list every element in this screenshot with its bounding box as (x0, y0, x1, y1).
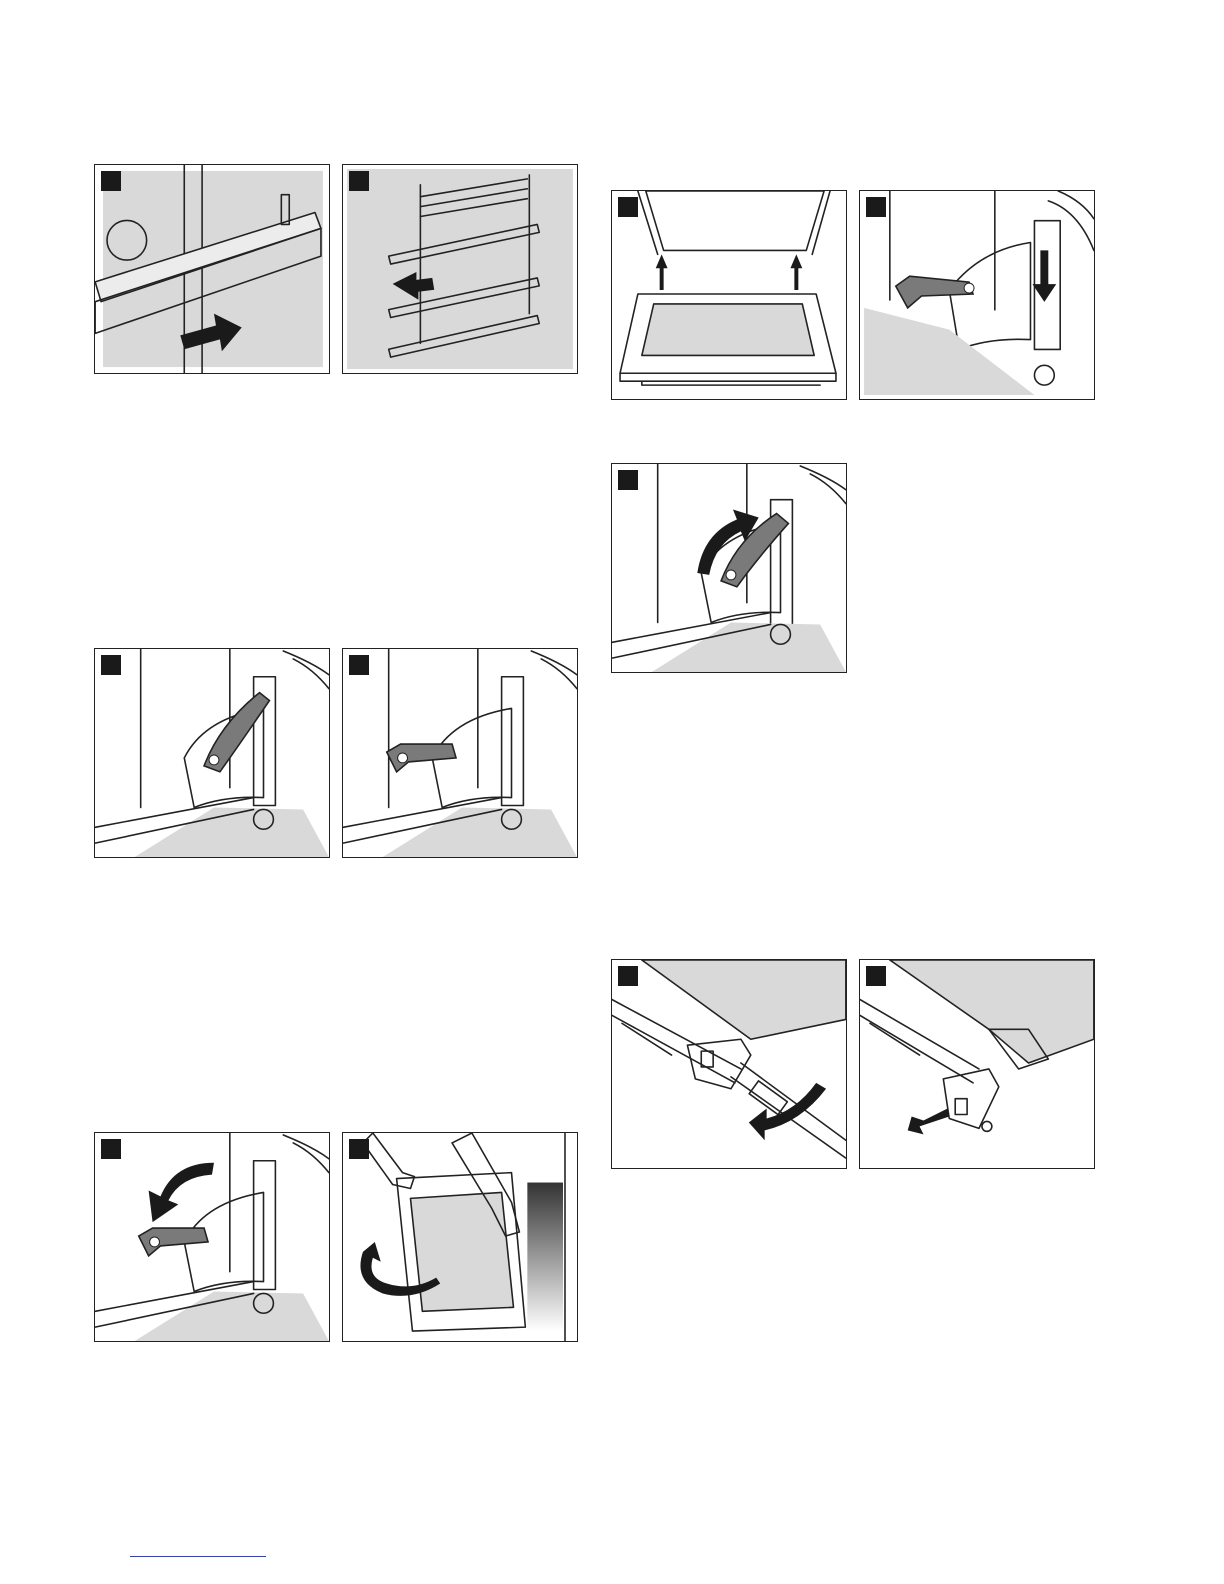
step-badge (866, 966, 886, 986)
panel-hinge-press-down (859, 190, 1095, 400)
step-badge (101, 1139, 121, 1159)
glass-pane-icon (612, 191, 846, 399)
panel-glass-insert (611, 190, 847, 400)
footer-link-underline[interactable] (130, 1556, 266, 1557)
rack-arrow-left-icon (343, 165, 577, 373)
panel-hinge-lever-up (94, 648, 330, 858)
panel-rail-unhook (94, 164, 330, 374)
step-badge (618, 197, 638, 217)
panel-hinge-lever-open (342, 648, 578, 858)
rail-arrow-right-icon (95, 165, 329, 373)
screwdriver-icon (612, 960, 846, 1168)
panel-screw-unscrew (611, 959, 847, 1169)
step-badge (101, 171, 121, 191)
panel-cover-remove (859, 959, 1095, 1169)
panel-door-lift-out (342, 1132, 578, 1342)
hinge-lever-open-icon (343, 649, 577, 857)
door-remove-icon (343, 1133, 577, 1341)
step-badge (866, 197, 886, 217)
step-badge (349, 171, 369, 191)
hinge-lever-icon (95, 649, 329, 857)
hinge-arrow-up-icon (612, 464, 846, 672)
cover-arrow-icon (860, 960, 1094, 1168)
panel-hinge-lever-close (94, 1132, 330, 1342)
panel-hinge-lever-fold (611, 463, 847, 673)
step-badge (349, 655, 369, 675)
hinge-arrow-down-icon (860, 191, 1094, 399)
panel-rail-remove (342, 164, 578, 374)
step-badge (349, 1139, 369, 1159)
step-badge (618, 966, 638, 986)
step-badge (101, 655, 121, 675)
step-badge (618, 470, 638, 490)
hinge-lever-down-icon (95, 1133, 329, 1341)
